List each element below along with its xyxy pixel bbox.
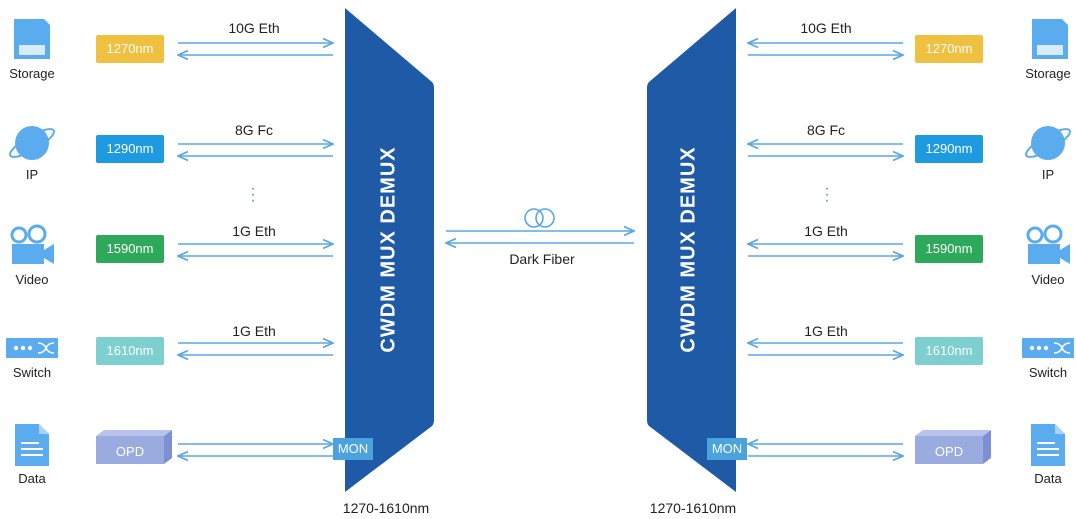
mon-port-right: MON [707, 438, 747, 460]
device-label-switch: Switch [12, 365, 52, 380]
dark-fiber-arrows [446, 231, 634, 243]
storage-icon [14, 19, 50, 59]
wavelength-badge: 1290nm [915, 135, 983, 163]
device-label-video: Video [1031, 272, 1065, 287]
mux-left-range: 1270-1610nm [342, 500, 430, 516]
device-label-data: Data [18, 471, 46, 486]
left-arrows [178, 43, 333, 456]
link-label: 1G Eth [232, 223, 276, 239]
wavelength-badge: 1270nm [915, 35, 983, 63]
link-label: 8G Fc [234, 122, 274, 138]
switch-icon [1022, 338, 1074, 358]
link-label: 10G Eth [800, 20, 852, 36]
wavelength-badge: 1590nm [96, 235, 164, 263]
link-label: 1G Eth [232, 323, 276, 339]
fiber-coil-icon [524, 208, 555, 228]
device-label-data: Data [1034, 471, 1062, 486]
storage-icon [1032, 19, 1068, 59]
ellipsis-right: ··· [824, 180, 830, 209]
mux-right-range: 1270-1610nm [649, 500, 737, 516]
wavelength-badge: 1590nm [915, 235, 983, 263]
opd-right-box [915, 430, 991, 464]
link-label: 1G Eth [804, 323, 848, 339]
opd-label: OPD [115, 444, 145, 459]
device-label-ip: IP [1041, 167, 1055, 182]
wavelength-badge: 1610nm [915, 337, 983, 365]
device-label-storage: Storage [9, 66, 55, 81]
mux-right-title: CWDM MUX DEMUX [677, 146, 700, 353]
device-label-video: Video [15, 272, 49, 287]
link-label: 10G Eth [228, 20, 280, 36]
opd-label: OPD [934, 444, 964, 459]
link-label: 1G Eth [804, 223, 848, 239]
mux-left-title: CWDM MUX DEMUX [377, 146, 400, 353]
mux-left-body [345, 8, 434, 492]
right-arrows [748, 43, 903, 456]
device-label-switch: Switch [1028, 365, 1068, 380]
device-label-ip: IP [25, 167, 39, 182]
document-icon [15, 424, 49, 466]
mux-right-body [647, 8, 736, 492]
globe-icon [1025, 126, 1071, 160]
mon-port-left: MON [333, 438, 373, 460]
video-camera-icon [10, 224, 54, 264]
dark-fiber-label: Dark Fiber [509, 251, 575, 267]
globe-icon [9, 126, 55, 160]
switch-icon [6, 338, 58, 358]
video-camera-icon [1026, 224, 1070, 264]
document-icon [1031, 424, 1065, 466]
wavelength-badge: 1290nm [96, 135, 164, 163]
wavelength-badge: 1610nm [96, 337, 164, 365]
link-label: 8G Fc [806, 122, 846, 138]
opd-left-box [96, 430, 172, 464]
ellipsis-left: ··· [250, 180, 256, 209]
wavelength-badge: 1270nm [96, 35, 164, 63]
device-label-storage: Storage [1025, 66, 1071, 81]
